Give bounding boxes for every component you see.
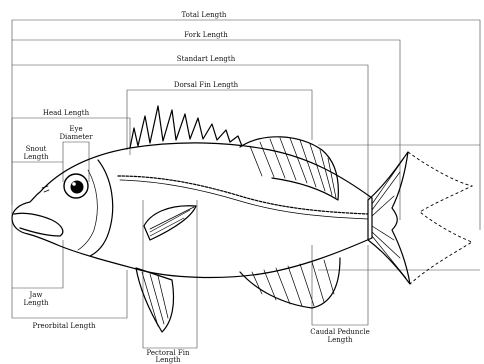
pectoral-fin-rays bbox=[150, 207, 194, 236]
jaw-length-bracket bbox=[12, 240, 63, 288]
caudal-fin bbox=[368, 152, 410, 284]
spiny-dorsal-fin bbox=[130, 106, 242, 148]
pelvic-fin bbox=[136, 268, 174, 332]
pectoral-fin-length-bracket bbox=[143, 200, 197, 348]
total-length-label: Total Length bbox=[182, 11, 227, 19]
preorbital-length-label: Preorbital Length bbox=[32, 322, 96, 330]
gill-cover bbox=[90, 160, 113, 256]
fork-length-label: Fork Length bbox=[184, 31, 228, 39]
caudal-peduncle-bracket bbox=[312, 245, 368, 325]
snout-length-label-line2: Length bbox=[23, 153, 49, 161]
fish-pupil bbox=[71, 181, 84, 194]
jaw-length-label-line2: Length bbox=[23, 299, 49, 307]
anal-fin bbox=[240, 258, 340, 308]
caudal-fin-extension bbox=[408, 152, 472, 284]
pectoral-fin-length-label-line2: Length bbox=[155, 356, 181, 364]
jaw-length-label-line1: Jaw bbox=[29, 291, 43, 299]
eye-highlight bbox=[72, 182, 76, 186]
caudal-peduncle-label-line2: Length bbox=[327, 336, 353, 344]
caudal-fin-rays bbox=[372, 158, 406, 278]
eye-diameter-label-line1: Eye bbox=[69, 125, 82, 133]
eye-diameter-label-line2: Diameter bbox=[59, 133, 93, 141]
lateral-line bbox=[118, 176, 368, 214]
head-length-label: Head Length bbox=[43, 109, 90, 117]
dorsal-fin-length-label: Dorsal Fin Length bbox=[174, 81, 239, 89]
caudal-peduncle-label-line1: Caudal Peduncle bbox=[310, 328, 370, 336]
fish-mouth bbox=[14, 213, 63, 236]
standard-length-label: Standart Length bbox=[177, 55, 236, 63]
snout-length-label-line1: Snout bbox=[26, 145, 47, 153]
